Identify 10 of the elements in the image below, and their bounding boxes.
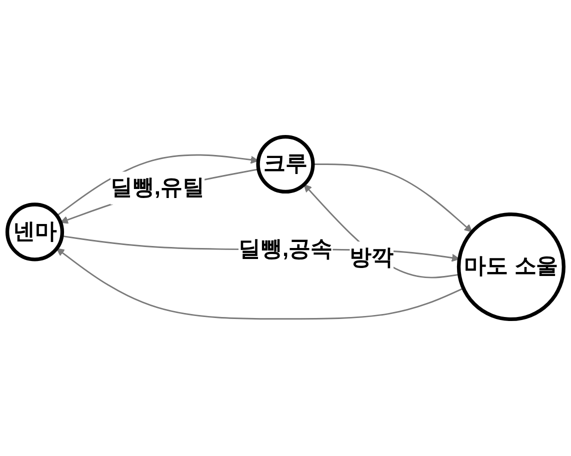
edge-label: 딜뺑,유틸 xyxy=(110,175,204,200)
arrow xyxy=(60,168,259,224)
edge-label: 방깍 xyxy=(350,245,394,270)
edge-label: 딜뺑,공속 xyxy=(238,236,332,262)
arrow xyxy=(56,248,464,320)
arrow xyxy=(312,164,472,232)
node-circle: 크루 xyxy=(256,134,315,194)
arrow xyxy=(304,184,460,278)
node-circle: 넨마 xyxy=(6,202,64,262)
node-circle: 마도 소울 xyxy=(456,212,566,322)
